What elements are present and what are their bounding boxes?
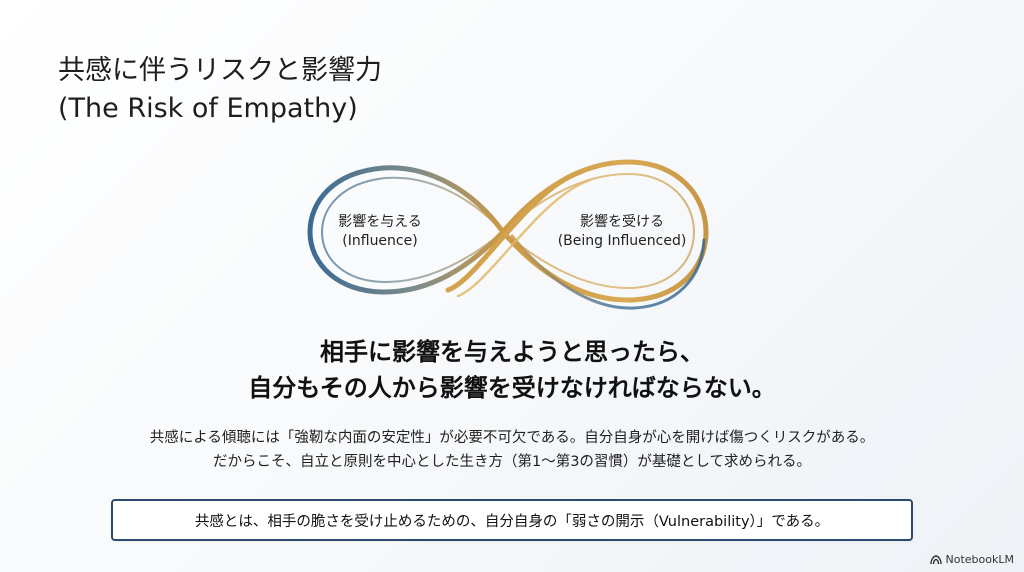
key-message: 相手に影響を与えようと思ったら、 自分もその人から影響を受けなければならない。 <box>0 334 1024 406</box>
explanation-text: 共感による傾聴には「強靭な内面の安定性」が必要不可欠である。自分自身が心を開けば… <box>0 426 1024 474</box>
title-japanese: 共感に伴うリスクと影響力 <box>58 55 382 86</box>
notebooklm-branding: NotebookLM <box>929 553 1014 566</box>
page-title: 共感に伴うリスクと影響力 (The Risk of Empathy) <box>58 52 382 128</box>
infinity-loop-graphic <box>307 159 709 310</box>
notebooklm-logo-icon <box>929 554 942 564</box>
key-message-line-2: 自分もその人から影響を受けなければならない。 <box>248 374 776 402</box>
influence-label-jp: 影響を与える <box>338 214 422 230</box>
influence-label: 影響を与える (Influence) <box>318 213 442 251</box>
brand-name: NotebookLM <box>945 553 1014 566</box>
influence-label-en: (Influence) <box>342 233 418 249</box>
explanation-line-1: 共感による傾聴には「強靭な内面の安定性」が必要不可欠である。自分自身が心を開けば… <box>149 430 875 446</box>
loop-crossing <box>445 169 592 298</box>
being-influenced-label: 影響を受ける (Being Influenced) <box>548 213 696 251</box>
key-message-line-1: 相手に影響を与えようと思ったら、 <box>320 338 704 366</box>
definition-callout: 共感とは、相手の脆さを受け止めるための、自分自身の「弱さの開示（Vulnerab… <box>111 499 913 541</box>
definition-text: 共感とは、相手の脆さを受け止めるための、自分自身の「弱さの開示（Vulnerab… <box>194 513 830 530</box>
title-english: (The Risk of Empathy) <box>58 93 358 124</box>
explanation-line-2: だからこそ、自立と原則を中心とした生き方（第1〜第3の習慣）が基礎として求められ… <box>212 454 811 470</box>
loop-left-lobe <box>307 165 506 295</box>
being-influenced-label-en: (Being Influenced) <box>557 233 687 249</box>
being-influenced-label-jp: 影響を受ける <box>580 214 664 230</box>
